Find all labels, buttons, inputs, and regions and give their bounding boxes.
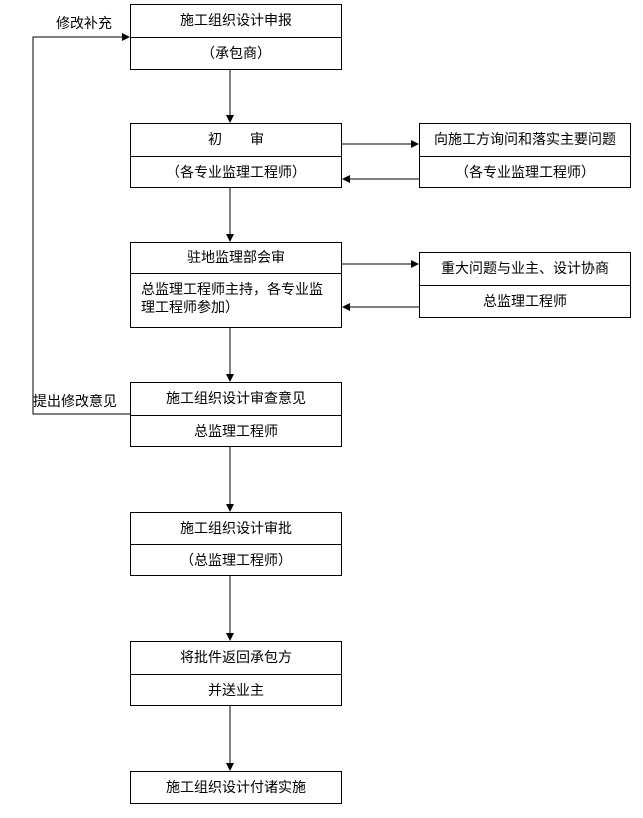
node-initial-review: 初 审 （各专业监理工程师） <box>130 123 342 188</box>
side-consultation-role: 总监理工程师 <box>483 294 567 310</box>
feedback-loop <box>32 33 130 415</box>
node-implementation-title: 施工组织设计付诸实施 <box>166 779 306 796</box>
node-return-title: 将批件返回承包方 <box>180 650 292 666</box>
side-inquiry-title: 向施工方询问和落实主要问题 <box>434 132 616 148</box>
feedback-label-top: 修改补充 <box>56 16 112 32</box>
node-joint-review: 驻地监理部会审 总监理工程师主持，各专业监理工程师参加） <box>130 242 342 328</box>
node-return: 将批件返回承包方 并送业主 <box>130 641 342 706</box>
node-submission-role: （承包商） <box>201 46 271 62</box>
side-inquiry-role: （各专业监理工程师） <box>455 164 595 181</box>
side-consultation: 重大问题与业主、设计协商 总监理工程师 <box>419 252 631 318</box>
node-return-detail: 并送业主 <box>208 682 264 699</box>
node-review-opinion: 施工组织设计审查意见 总监理工程师 <box>130 382 342 447</box>
node-initial-review-role: （各专业监理工程师） <box>166 164 306 181</box>
node-joint-review-title: 驻地监理部会审 <box>187 250 285 266</box>
node-approval: 施工组织设计审批 （总监理工程师） <box>130 512 342 576</box>
node-approval-title: 施工组织设计审批 <box>180 520 292 537</box>
side-consultation-title: 重大问题与业主、设计协商 <box>441 261 609 277</box>
node-joint-review-role: 总监理工程师主持，各专业监理工程师参加） <box>141 282 323 316</box>
node-initial-review-title: 初 审 <box>208 132 264 148</box>
node-submission: 施工组织设计申报 （承包商） <box>130 4 342 70</box>
node-submission-title: 施工组织设计申报 <box>180 13 292 29</box>
feedback-label-bottom: 提出修改意见 <box>33 394 117 410</box>
node-approval-role: （总监理工程师） <box>180 552 292 569</box>
node-review-opinion-title: 施工组织设计审查意见 <box>166 391 306 407</box>
side-inquiry: 向施工方询问和落实主要问题 （各专业监理工程师） <box>419 123 631 188</box>
node-implementation: 施工组织设计付诸实施 <box>130 771 342 804</box>
node-review-opinion-role: 总监理工程师 <box>194 423 278 440</box>
